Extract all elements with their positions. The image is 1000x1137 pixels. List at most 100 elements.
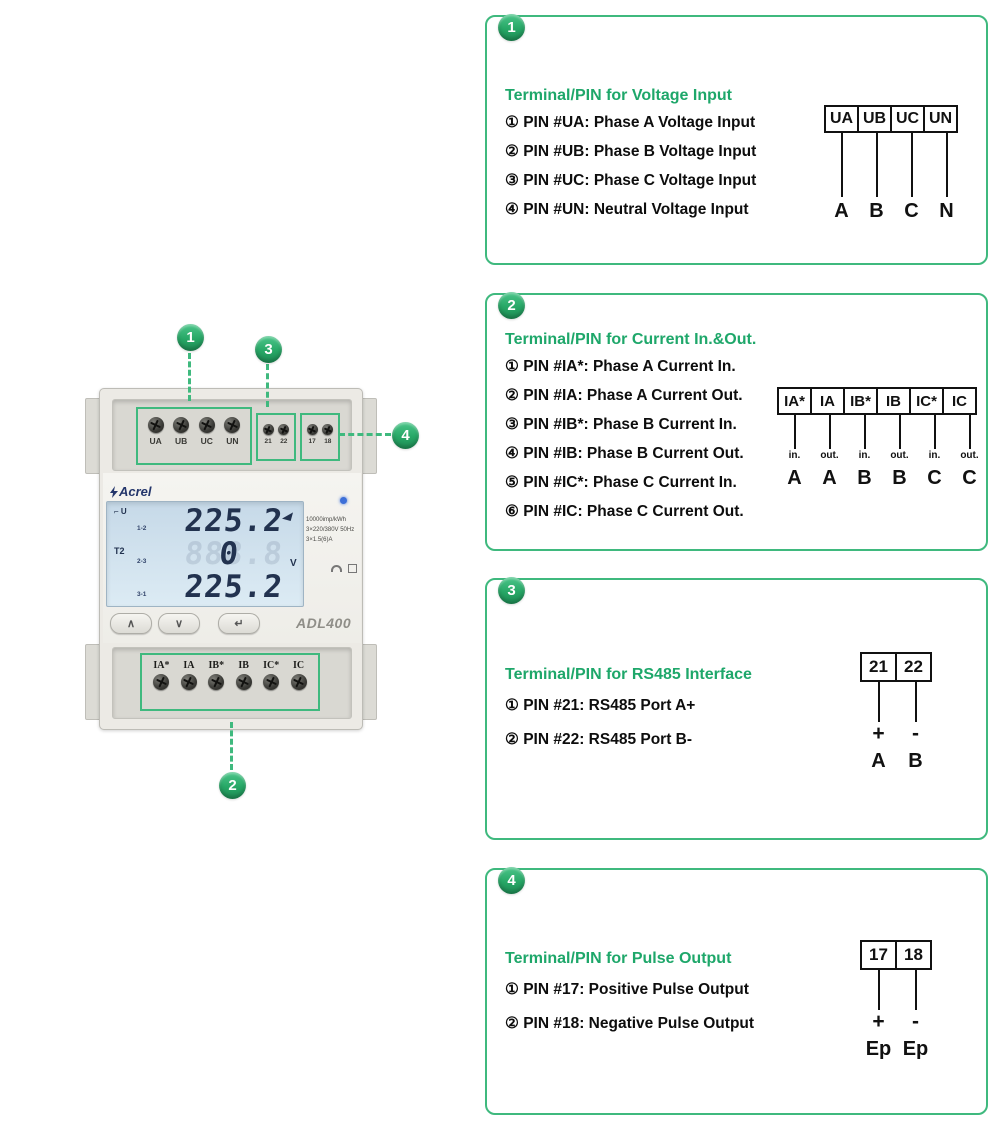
screw-icon [147,417,164,433]
pin-item: ① PIN #IA*: Phase A Current In. [505,358,736,375]
terminal-ia-out: IA [180,660,197,709]
terminal-label: IB [238,660,249,671]
connector-line [952,415,987,449]
panel-title: Terminal/PIN for Voltage Input [505,87,732,104]
panel-title: Terminal/PIN for Pulse Output [505,950,732,967]
lcd-display: ⌐ U 1-2 225.2 888.8 2-3 0 3-1 225.2 T2 V [106,501,304,607]
terminal-box: UC [890,105,925,133]
callout-2-line [230,722,233,770]
terminal-label: IB* [208,660,225,671]
pin-item: ⑥ PIN #IC: Phase C Current Out. [505,503,744,520]
callout-1-line [188,353,191,401]
direction-label: in. [788,450,801,461]
terminal-boxes: 17 18 [860,940,934,970]
signal-icon [331,565,342,572]
voltage-mode-icon: ⌐ U [114,507,127,516]
acrel-logo: Acrel [110,484,152,499]
tariff-indicator: T2 [114,546,125,556]
connector-lines [824,133,964,197]
screw-icon [153,674,170,690]
pin-item: ② PIN #IA: Phase A Current Out. [505,387,743,404]
rs485-terminal-diagram: 21 22 + - A B [860,652,934,773]
polarity-label: - [912,1010,919,1033]
connector-line [860,970,897,1010]
direction-label: out. [890,450,909,461]
screw-icon [278,424,290,435]
terminal-22: 22 [278,424,290,459]
port-letters: A B [860,749,934,773]
terminal-boxes: IA* IA IB* IB IC* IC [777,387,987,415]
panel-voltage-input: 1 Terminal/PIN for Voltage Input ① PIN #… [485,14,988,265]
terminal-box: IA* [777,387,812,415]
up-button: ∧ [110,613,152,634]
polarity-labels: + - [860,1010,934,1035]
phase-letter: B [892,467,907,489]
bottom-terminal-recess [112,647,352,719]
connector-line [882,415,917,449]
terminal-ua: UA [147,417,164,463]
pin-item: ② PIN #18: Negative Pulse Output [505,1015,755,1032]
pin-item: ④ PIN #IB: Phase B Current Out. [505,445,744,462]
callout-2-badge: 2 [219,772,246,799]
phase-letters: A A B B C C [777,466,987,490]
connector-lines [860,682,934,722]
connector-line [894,133,929,197]
panel-current-in-out: 2 Terminal/PIN for Current In.&Out. ① PI… [485,292,988,551]
phase-letter: C [904,200,919,222]
mount-tab [361,398,377,474]
phase-letter: B [857,467,872,489]
panel-title: Terminal/PIN for Current In.&Out. [505,331,757,348]
panel-3-badge: 3 [498,577,525,604]
lcd-row-label: 1-2 [137,525,147,532]
pin-list: ① PIN #UA: Phase A Voltage Input ② PIN #… [505,114,756,230]
pin-item: ② PIN #UB: Phase B Voltage Input [505,143,757,160]
terminal-label: UC [200,436,213,446]
spec-line: 3×1.5(6)A [306,537,333,543]
terminal-box: 17 [860,940,897,970]
screw-icon [208,674,225,690]
terminal-boxes: UA UB UC UN [824,105,964,133]
phase-letters: A B C N [824,199,964,223]
terminal-un: UN [224,417,241,463]
connector-lines [860,970,934,1010]
terminal-box: IC* [909,387,944,415]
pin-list: ① PIN #IA*: Phase A Current In. ② PIN #I… [505,358,744,532]
callout-3-badge: 3 [255,336,282,363]
terminal-21: 21 [262,424,274,459]
lcd-row-label: 2-3 [137,558,147,565]
port-letter: B [908,750,923,772]
voltage-terminal-group: UA UB UC UN [136,407,252,465]
voltage-terminal-diagram: UA UB UC UN A B C N [824,105,964,223]
terminal-ia-in: IA* [153,660,170,709]
panel-4-badge: 4 [498,867,525,894]
pulse-letter: Ep [902,1038,929,1060]
terminal-ic-out: IC [290,660,307,709]
connector-line [860,682,897,722]
pin-list: ① PIN #21: RS485 Port A+ ② PIN #22: RS48… [505,697,695,765]
terminal-label: UA [149,436,162,446]
polarity-labels: + - [860,722,934,747]
terminal-ub: UB [173,417,190,463]
pin-item: ① PIN #17: Positive Pulse Output [505,981,749,998]
connector-line [859,133,894,197]
terminal-label: 21 [264,438,272,445]
pulse-terminal-diagram: 17 18 + - Ep Ep [860,940,934,1061]
terminal-boxes: 21 22 [860,652,934,682]
connector-line [777,415,812,449]
screw-icon [224,417,241,433]
pulse-letter: Ep [865,1038,892,1060]
phase-letter: B [869,200,884,222]
pin-item: ① PIN #UA: Phase A Voltage Input [505,114,756,131]
rs485-terminal-group: 21 22 [256,413,296,461]
lcd-value: 225.2 [182,569,285,605]
terminal-box: 18 [895,940,932,970]
connector-line [897,970,934,1010]
polarity-label: - [912,722,919,745]
direction-labels: in. out. in. out. in. out. [777,449,987,464]
terminal-17: 17 [306,424,318,459]
connector-line [847,415,882,449]
callout-4-badge: 4 [392,422,419,449]
terminal-box: UN [923,105,958,133]
phase-letter: A [834,200,849,222]
